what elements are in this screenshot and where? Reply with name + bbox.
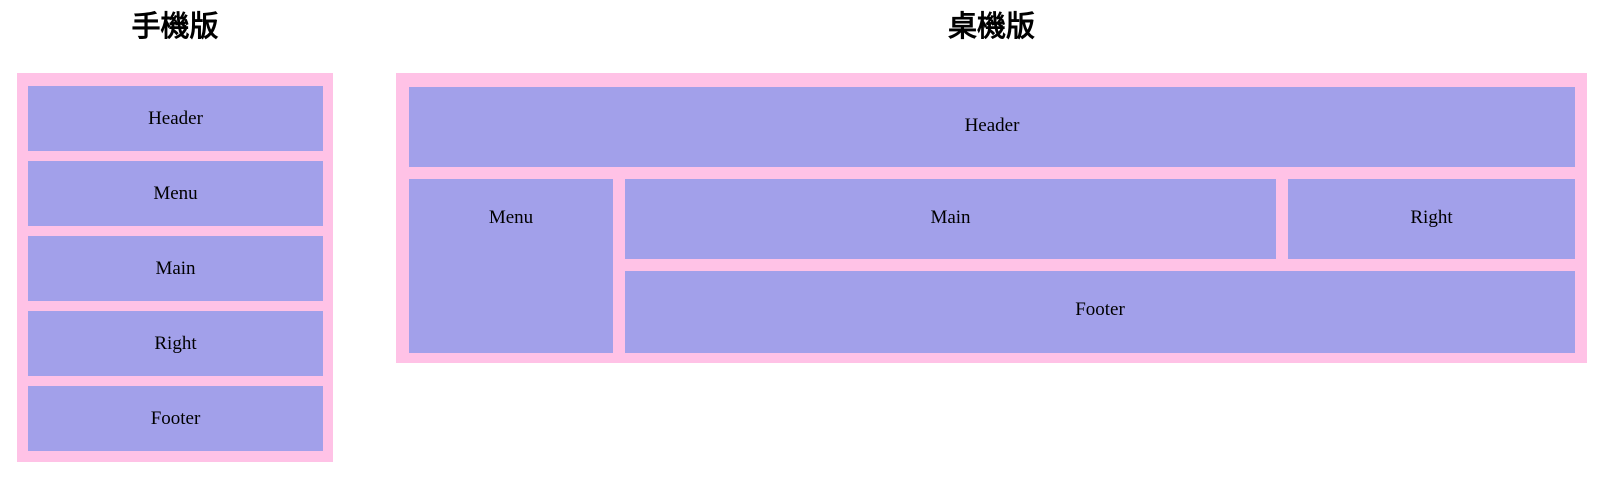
mobile-box-menu-label: Menu (153, 182, 198, 204)
desktop-box-main: Main (625, 179, 1276, 259)
mobile-box-footer: Footer (28, 386, 323, 451)
desktop-box-menu: Menu (409, 179, 613, 353)
mobile-box-menu: Menu (28, 161, 323, 226)
desktop-box-header-label: Header (964, 115, 1020, 136)
mobile-box-footer-label: Footer (150, 407, 201, 429)
desktop-box-menu-label: Menu (488, 207, 534, 228)
mobile-section: 手機版 Header Menu Main Right Footer (17, 8, 333, 462)
mobile-box-main-label: Main (155, 257, 196, 279)
desktop-title: 桌機版 (947, 11, 1035, 43)
desktop-box-right-label: Right (1410, 207, 1453, 228)
desktop-box-footer: Footer (625, 271, 1575, 353)
mobile-box-header: Header (28, 86, 323, 151)
desktop-box-header: Header (409, 87, 1575, 167)
mobile-box-right-label: Right (154, 332, 197, 354)
desktop-box-main-label: Main (930, 207, 971, 228)
mobile-layout-frame: Header Menu Main Right Footer (17, 73, 333, 462)
mobile-box-main: Main (28, 236, 323, 301)
layout-demo-page: 手機版 Header Menu Main Right Footer 桌機版 He… (17, 8, 1587, 462)
mobile-title: 手機版 (131, 11, 219, 43)
desktop-box-footer-label: Footer (1075, 299, 1125, 320)
mobile-box-header-label: Header (148, 107, 203, 129)
desktop-box-right: Right (1288, 179, 1575, 259)
desktop-layout-frame: Header Menu Main Right Footer (396, 73, 1587, 363)
desktop-section: 桌機版 Header Menu Main Right Footer (396, 8, 1587, 363)
mobile-box-right: Right (28, 311, 323, 376)
